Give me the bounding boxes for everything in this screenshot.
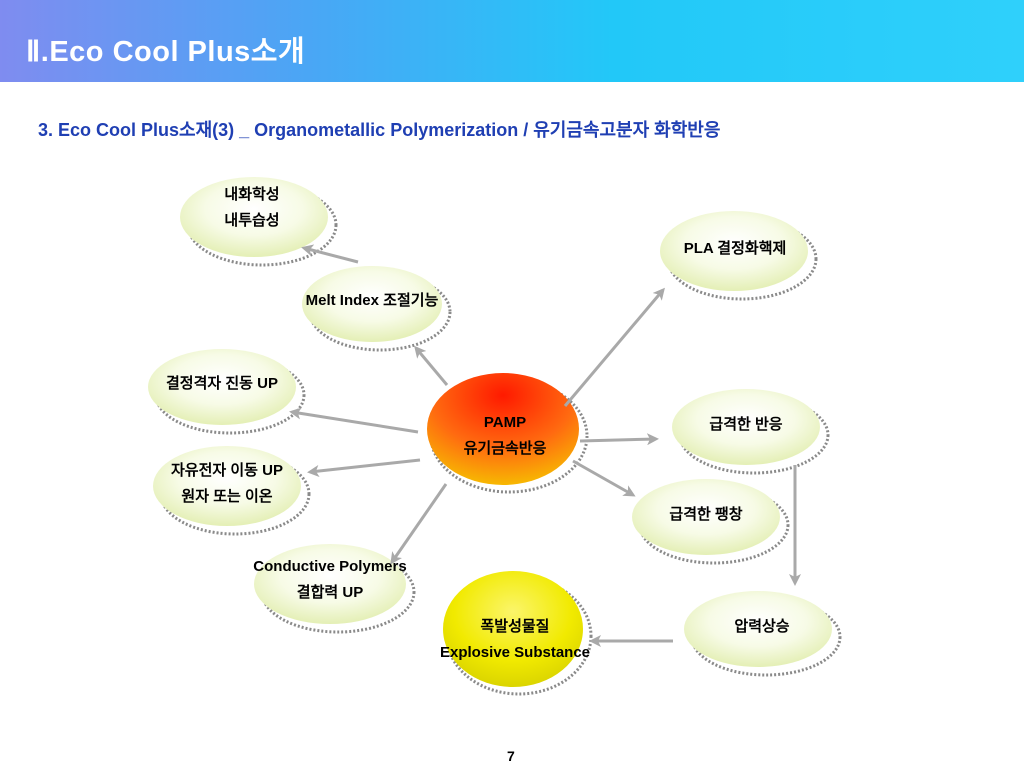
pamp-line2: 유기금속반응	[463, 440, 547, 457]
conductive-label: Conductive Polymers 결합력 UP	[234, 554, 426, 606]
node-free-electron	[153, 446, 311, 536]
arrow-to-lattice	[289, 407, 419, 434]
node-chem-resist	[180, 177, 338, 267]
arrow-to-pla	[563, 287, 665, 407]
arrow-to-rapid-expansion	[572, 459, 636, 497]
page-number: 7	[507, 748, 515, 764]
lattice-label: 결정격자 진동 UP	[142, 371, 302, 397]
pla-label: PLA 결정화핵제	[650, 236, 820, 262]
chem-resist-label: 내화학성 내투습성	[194, 182, 310, 234]
pressure-rise-line1: 압력상승	[734, 618, 790, 635]
rapid-reaction-line1: 급격한 반응	[709, 416, 783, 433]
melt-index-line1: Melt Index 조절기능	[305, 292, 439, 309]
arrow-to-conductive	[390, 483, 448, 565]
chem-resist-line2: 내투습성	[224, 212, 280, 229]
node-pla	[660, 211, 818, 301]
rapid-expansion-line1: 급격한 팽창	[669, 506, 743, 523]
free-electron-line2: 원자 또는 이온	[181, 488, 273, 505]
lattice-line1: 결정격자 진동 UP	[166, 375, 278, 392]
free-electron-line1: 자유전자 이동 UP	[171, 462, 283, 479]
node-melt-index	[302, 266, 452, 352]
arrow-to-chem-resist	[301, 244, 359, 264]
arrow-to-melt-index	[414, 345, 449, 386]
node-rapid-reaction	[672, 389, 830, 475]
arrow-to-free-electron	[307, 458, 421, 477]
conductive-line1: Conductive Polymers	[253, 558, 407, 575]
title-bar: Ⅱ.Eco Cool Plus소개	[0, 0, 1024, 82]
rapid-expansion-label: 급격한 팽창	[646, 502, 766, 528]
explosive-line1: 폭발성물질	[480, 618, 550, 635]
free-electron-label: 자유전자 이동 UP 원자 또는 이온	[147, 458, 307, 510]
node-pamp-center	[427, 373, 589, 494]
pressure-rise-label: 압력상승	[712, 614, 812, 640]
melt-index-label: Melt Index 조절기능	[280, 288, 464, 314]
arrow-to-rapid-reaction	[579, 433, 659, 446]
page-title: Ⅱ.Eco Cool Plus소개	[26, 36, 306, 68]
node-conductive-polymers	[254, 544, 416, 634]
pamp-line1: PAMP	[483, 414, 527, 431]
section-subtitle: 3. Eco Cool Plus소재(3) _ Organometallic P…	[38, 120, 721, 140]
node-pressure-rise	[684, 591, 842, 677]
pla-line1: PLA 결정화핵제	[683, 240, 787, 257]
rapid-reaction-label: 급격한 반응	[686, 412, 806, 438]
explosive-label: 폭발성물질 Explosive Substance	[420, 614, 610, 666]
explosive-line2: Explosive Substance	[439, 644, 591, 661]
pamp-label: PAMP 유기금속반응	[440, 410, 570, 462]
conductive-line2: 결합력 UP	[296, 584, 364, 601]
node-lattice-vibration	[148, 349, 306, 435]
node-rapid-expansion	[632, 479, 790, 565]
chem-resist-line1: 내화학성	[224, 186, 280, 203]
